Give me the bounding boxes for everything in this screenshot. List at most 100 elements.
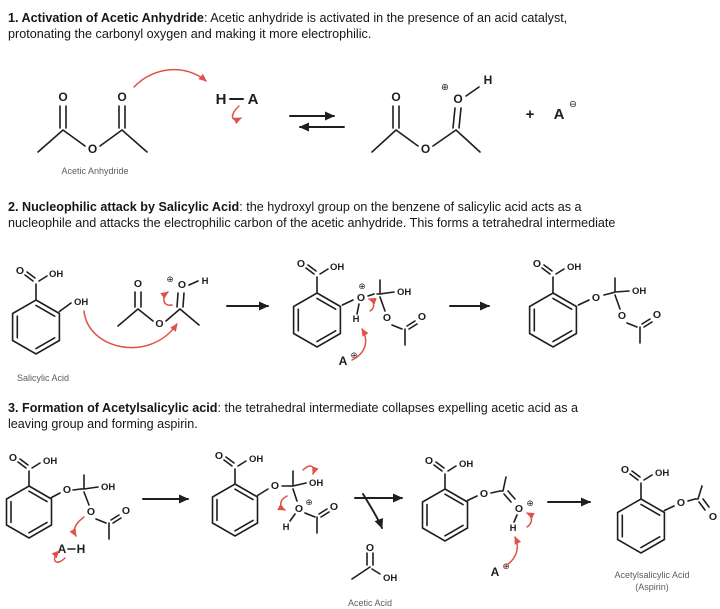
ether-bonds bbox=[256, 485, 291, 497]
carbonyl-O-label: O bbox=[117, 90, 126, 104]
ester-O-label: O bbox=[618, 310, 626, 322]
conjugate-base-A: A ⊖ bbox=[554, 99, 577, 123]
section-1-title: 1. Activation of Acetic Anhydride bbox=[8, 11, 204, 25]
benzene-ring bbox=[421, 488, 469, 542]
bonds bbox=[37, 105, 148, 153]
plus-charge-icon: ⊕ bbox=[305, 498, 312, 508]
H-label: H bbox=[77, 542, 86, 556]
aspirin-structure: O OH O O Acetylsalicylic Acid (Aspirin) bbox=[614, 464, 717, 592]
cooh-O-label: O bbox=[16, 265, 24, 277]
ether-O-label: O bbox=[271, 480, 279, 492]
tetrahedral-intermediate-structure: O OH O OH O O bbox=[528, 258, 661, 348]
acetic-anhydride-structure: O O O Acetic Anhydride bbox=[37, 90, 148, 176]
A-label: A bbox=[248, 91, 259, 108]
protonated-aspirin-structure: O OH O O ⊕ H A ⊕ bbox=[421, 455, 535, 579]
curved-arrow-O-to-AH bbox=[69, 516, 85, 537]
equilibrium-arrows bbox=[289, 111, 345, 132]
H-label: H bbox=[202, 276, 209, 287]
acetyl-bonds bbox=[694, 485, 710, 511]
plus-charge-icon: ⊕ bbox=[526, 499, 533, 509]
ester-O-label: O bbox=[87, 506, 95, 518]
ether-O-label: O bbox=[480, 488, 488, 500]
section-3-text: : the tetrahedral intermediate collapses… bbox=[217, 401, 579, 415]
curved-arrow-HA-bond bbox=[231, 105, 242, 125]
acetic-anhydride-label: Acetic Anhydride bbox=[61, 166, 128, 176]
phenol-bond bbox=[58, 302, 72, 313]
benzene-double-bonds bbox=[297, 297, 337, 343]
carbonyl-O-label: O bbox=[58, 90, 67, 104]
tetrahedral-bonds bbox=[376, 279, 395, 312]
acid-AH: A H bbox=[58, 542, 86, 556]
ether-O-label: O bbox=[677, 497, 685, 509]
cooh-O-label: O bbox=[215, 450, 223, 462]
bridge-O-label: O bbox=[421, 142, 430, 156]
plus-charge-icon: ⊕ bbox=[441, 82, 449, 93]
H-label: H bbox=[216, 91, 227, 108]
intermediate-with-AH-structure: O OH O OH O O A H bbox=[5, 452, 130, 563]
heading-line: 3. Formation of Acetylsalicylic acid: th… bbox=[8, 401, 714, 417]
protonated-anhydride-structure-2: O O O ⊕ H bbox=[117, 275, 209, 330]
heading-line: 1. Activation of Acetic Anhydride: Aceti… bbox=[8, 11, 714, 27]
A-label: A bbox=[554, 106, 565, 123]
OH-label: OH bbox=[101, 482, 115, 493]
aspirin-label-line1: Acetylsalicylic Acid bbox=[614, 570, 689, 580]
cooh-O-label: O bbox=[9, 452, 17, 464]
curved-arrow-OH-bond bbox=[368, 297, 377, 312]
ether-O-label: O bbox=[63, 484, 71, 496]
aspirin-label-line2: (Aspirin) bbox=[635, 582, 669, 592]
salicylic-acid-structure: O OH OH Salicylic Acid bbox=[11, 265, 88, 383]
section-3-heading: 3. Formation of Acetylsalicylic acid: th… bbox=[8, 401, 714, 433]
ether-bonds bbox=[466, 490, 501, 502]
section-3-text-2: leaving group and forming aspirin. bbox=[8, 416, 198, 431]
benzene-double-bonds bbox=[16, 304, 56, 350]
bridge-O-label: O bbox=[155, 318, 163, 330]
acid-HA-structure: H A bbox=[216, 91, 259, 125]
acid-cation-A-2: A ⊕ bbox=[491, 562, 510, 579]
acetyl-bonds bbox=[391, 320, 418, 346]
plus-charge-icon: ⊕ bbox=[502, 562, 509, 572]
carbonyl-O-label: O bbox=[134, 278, 142, 290]
cooh-O-label: O bbox=[533, 258, 541, 270]
benzene-double-bonds bbox=[10, 490, 48, 534]
cooh-bonds bbox=[305, 264, 329, 294]
curved-arrow-deprotonation-2 bbox=[503, 536, 522, 568]
curved-arrow-OH-bond-2 bbox=[526, 512, 535, 528]
protonated-O-label: O bbox=[295, 503, 303, 515]
cooh-OH-label: OH bbox=[655, 468, 669, 479]
plus-sign: + bbox=[526, 106, 535, 123]
A-label: A bbox=[339, 354, 348, 368]
cooh-OH-label: OH bbox=[459, 459, 473, 470]
benzene-double-bonds bbox=[426, 493, 464, 537]
acetyl-bonds bbox=[626, 318, 653, 344]
bridge-O-label: O bbox=[88, 142, 97, 156]
cooh-O-label: O bbox=[425, 455, 433, 467]
acetic-acid-label: Acetic Acid bbox=[348, 598, 392, 608]
OH-label: OH bbox=[397, 287, 411, 298]
OH-label: OH bbox=[632, 286, 646, 297]
H-label: H bbox=[510, 523, 517, 534]
H-label: H bbox=[283, 522, 290, 533]
acetyl-bonds bbox=[95, 514, 122, 540]
acetyl-O-label: O bbox=[330, 501, 338, 513]
OH-label: OH bbox=[383, 573, 397, 584]
section-2-text-2: nucleophile and attacks the electrophili… bbox=[8, 215, 616, 230]
A-label: A bbox=[491, 565, 500, 579]
benzene-double-bonds bbox=[621, 503, 661, 549]
H-label: H bbox=[484, 73, 493, 87]
protonated-leaving-intermediate-structure: O OH O OH O ⊕ H O bbox=[211, 450, 338, 537]
section-3-title: 3. Formation of Acetylsalicylic acid bbox=[8, 401, 218, 415]
benzene-ring bbox=[616, 498, 666, 554]
OH-label: OH bbox=[309, 478, 323, 489]
plus-charge-icon: ⊕ bbox=[358, 282, 365, 292]
acetyl-O-label: O bbox=[709, 511, 717, 523]
A-label: A bbox=[58, 542, 67, 556]
section-2-heading: 2. Nucleophilic attack by Salicylic Acid… bbox=[8, 200, 714, 232]
benzene-ring bbox=[11, 299, 61, 355]
section-2-title: 2. Nucleophilic attack by Salicylic Acid bbox=[8, 200, 240, 214]
section-2-text: : the hydroxyl group on the benzene of s… bbox=[239, 200, 582, 214]
heading-line: 2. Nucleophilic attack by Salicylic Acid… bbox=[8, 200, 714, 216]
cooh-bonds bbox=[223, 456, 247, 485]
acetyl-O-label: O bbox=[653, 309, 661, 321]
